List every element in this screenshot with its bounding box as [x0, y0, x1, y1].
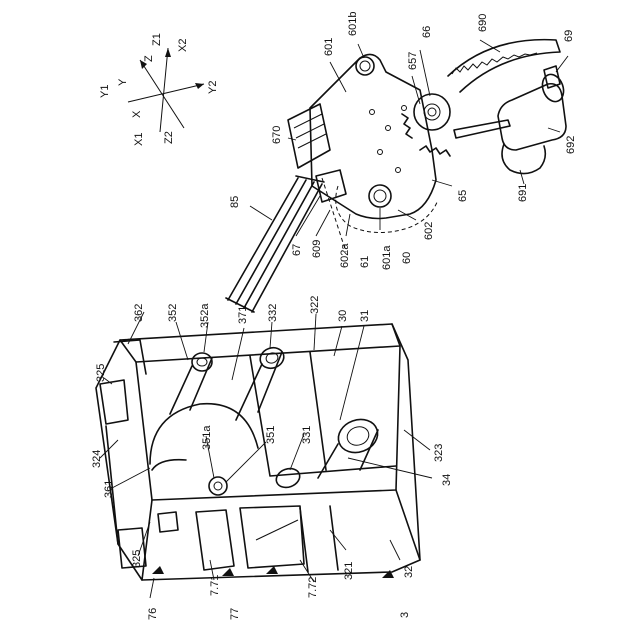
connector-670	[288, 104, 330, 168]
partition-31	[250, 352, 396, 476]
rivet	[378, 150, 383, 155]
ref-label: 34	[441, 474, 453, 486]
ref-label: 692	[565, 136, 577, 154]
ref-label: 331	[301, 426, 313, 444]
ref-label: 60	[401, 252, 413, 264]
ref-label: 322	[309, 296, 321, 314]
front-divider	[300, 506, 338, 572]
clip-325-top	[100, 380, 128, 424]
ref-label: 30	[337, 310, 349, 322]
axis-label: Z1	[151, 33, 163, 46]
socket-352a	[192, 353, 212, 371]
rail-362	[114, 340, 146, 374]
lug-601a	[369, 185, 391, 207]
ref-label: 85	[229, 196, 241, 208]
ref-label: 362	[133, 304, 145, 322]
axis-x-line	[140, 60, 184, 128]
ref-label: 361	[103, 480, 115, 498]
ref-label: 601a	[381, 245, 393, 270]
rivet	[402, 106, 407, 111]
ref-label: 66	[421, 26, 433, 38]
ref-label: 3	[399, 612, 411, 618]
boss-34-bore	[345, 424, 372, 448]
boss-331	[274, 465, 303, 490]
cable-85	[228, 178, 322, 312]
front-face-32	[142, 490, 420, 580]
ref-label: 602	[423, 222, 435, 240]
rib-361	[152, 460, 186, 470]
plate-601	[310, 54, 436, 218]
ref-label: 324	[91, 450, 103, 468]
ref-label: 31	[359, 310, 371, 322]
axis-indicator: Y1 Y X X1 Z1 Z X2 Y2 Z2	[99, 33, 219, 146]
drive-unit-60	[226, 40, 567, 312]
arrowhead-icon	[165, 48, 171, 57]
reference-numerals: 601b 66 690 69 601 657 670 692 691 65 85…	[91, 12, 577, 620]
ref-label: 61	[359, 256, 371, 268]
axis-label: X1	[133, 133, 145, 146]
ref-label: 325	[95, 364, 107, 382]
ref-label: 351	[265, 426, 277, 444]
ref-label: 691	[517, 184, 529, 202]
shaft-692	[498, 84, 566, 150]
boss-332	[257, 344, 286, 371]
case-3	[96, 324, 420, 580]
lug-601b	[356, 57, 374, 75]
axis-label: X2	[177, 39, 189, 52]
latch-7-72	[240, 506, 304, 568]
ref-label: 601	[323, 38, 335, 56]
axis-z-line	[160, 48, 168, 132]
ref-label: 690	[477, 14, 489, 32]
ref-label: 657	[407, 52, 419, 70]
latch-window-325	[158, 512, 178, 532]
ref-label: 332	[267, 304, 279, 322]
latch-7-71	[196, 510, 234, 570]
rivet	[396, 168, 401, 173]
arrow-icon	[222, 568, 234, 576]
ref-label: 32	[403, 566, 415, 578]
hidden-edge-61	[322, 178, 346, 252]
axis-label: Z2	[163, 131, 175, 144]
case-inner-rim	[136, 346, 400, 500]
ref-label: 602a	[339, 243, 351, 268]
axis-label: Y2	[207, 81, 219, 94]
axis-label: X	[131, 110, 143, 118]
ref-label: 76	[147, 608, 159, 620]
ref-label: 67	[291, 244, 303, 256]
ref-label: 321	[343, 562, 355, 580]
rivet	[386, 126, 391, 131]
lug-601b-hole	[360, 61, 370, 71]
axis-label: Y1	[99, 85, 111, 98]
ref-label: 77	[229, 608, 241, 620]
ref-label: 371	[237, 306, 249, 324]
ref-label: 69	[563, 30, 575, 42]
axis-label: Z	[143, 55, 155, 62]
pinion-66	[414, 94, 450, 130]
ref-label: 351a	[201, 425, 213, 450]
socket-352a-bore	[197, 358, 207, 366]
ref-label: 352	[167, 304, 179, 322]
latch-rib	[256, 520, 298, 540]
ref-label: 601b	[347, 12, 359, 36]
ref-label: 65	[457, 190, 469, 202]
ref-label: 325	[131, 550, 143, 568]
pinion-bore	[428, 108, 436, 116]
ref-label: 323	[433, 444, 445, 462]
rivet	[370, 110, 375, 115]
ref-label: 609	[311, 240, 323, 258]
pinion-hub	[424, 104, 440, 120]
ref-label: 7.72	[307, 577, 319, 598]
ref-label: 670	[271, 126, 283, 144]
ref-label: 352a	[199, 303, 211, 328]
axis-label: Y	[117, 78, 129, 86]
socket-351a	[214, 482, 222, 490]
arrow-icon	[152, 566, 164, 574]
socket-351	[209, 477, 227, 495]
lug-601a-hole	[374, 190, 386, 202]
ref-label: 7.71	[209, 575, 221, 596]
